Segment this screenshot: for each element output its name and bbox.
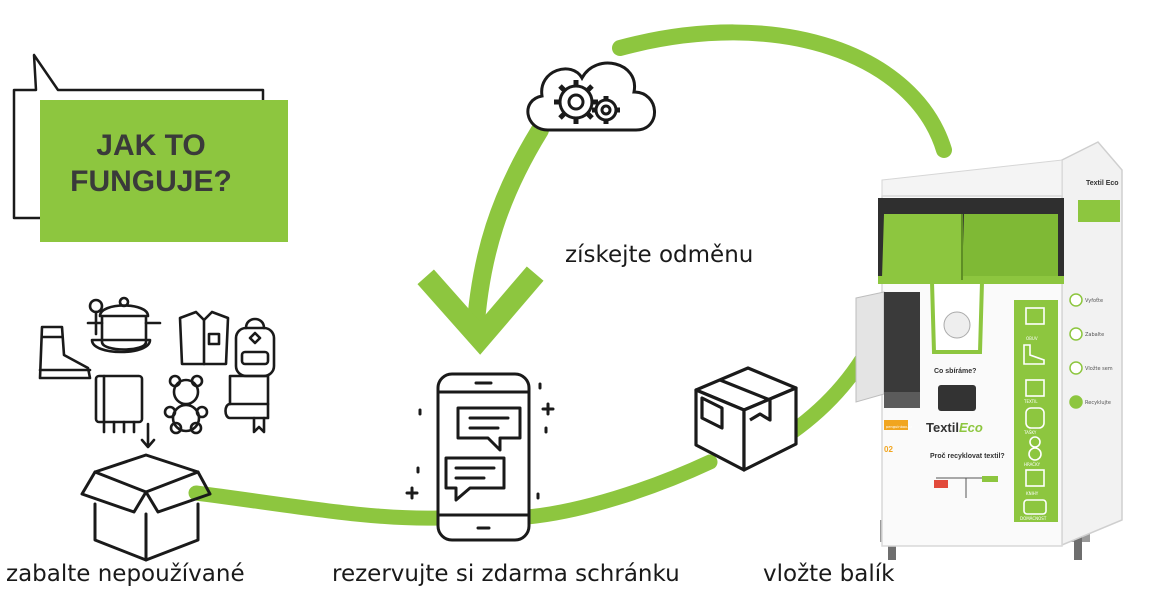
smartphone-icon (405, 372, 555, 542)
flow-path-cloud-to-phone (466, 121, 549, 344)
instruction-label: Zabalte (1085, 332, 1104, 338)
category-label: OBUV (1026, 336, 1038, 341)
container-roof (881, 159, 1063, 201)
open-door (855, 291, 885, 403)
shirt-icon (178, 310, 230, 366)
big-arrowhead (417, 266, 544, 355)
towel-icon (94, 374, 144, 434)
headline-text: JAK TO FUNGUJE? (70, 129, 232, 198)
side-brand: Textil Eco (1086, 180, 1119, 187)
panel-tagline: Proč recyklovat textil? (930, 453, 1005, 460)
panel-question: Co sbíráme? (934, 368, 976, 375)
category-label: KNIHY (1026, 491, 1039, 496)
boots-icon (38, 325, 92, 380)
closed-box-icon (694, 366, 798, 472)
instruction-label: Recyklujte (1085, 400, 1111, 406)
flow-path-phone-to-box (519, 454, 718, 525)
step-pack-caption: zabalte nepoužívané (6, 561, 245, 587)
open-box-icon (80, 453, 212, 562)
teddy-bear-icon (163, 374, 209, 435)
site-sticker (884, 420, 908, 430)
hopper-green (882, 214, 962, 278)
site-sticker-text: penguinbox.cz (886, 425, 912, 429)
book-icon (224, 374, 270, 434)
headline-background (40, 100, 288, 242)
flow-path-pack-to-phone (188, 485, 448, 526)
category-label: DOMÁCNOST (1020, 516, 1047, 521)
collection-container: OBUV TEXTIL TAŠKY HRAČKY KNIHY DOMÁCNOST… (855, 141, 1123, 560)
brand-logo-text: TextilEco (926, 420, 983, 435)
step-number: 02 (884, 445, 893, 454)
flow-path-container-to-cloud (612, 24, 952, 158)
category-label: HRAČKY (1024, 462, 1041, 467)
step-reward-caption: získejte odměnu (565, 242, 754, 268)
instruction-label: Vložte sem (1085, 365, 1113, 372)
step-insert-caption: vložte balík (763, 561, 895, 587)
scale-graphic (934, 476, 998, 498)
down-arrow-icon (140, 422, 156, 449)
instruction-label: Vyfoťte (1085, 298, 1103, 304)
category-label: TEXTIL (1023, 399, 1038, 404)
category-strip (1014, 300, 1058, 522)
category-label: TAŠKY (1023, 430, 1037, 435)
cloud-gears-icon (526, 61, 656, 132)
flow-paths (188, 24, 952, 526)
cooking-pot-icon (86, 296, 162, 354)
step-reserve-caption: rezervujte si zdarma schránku (332, 561, 680, 587)
backpack-icon (234, 317, 276, 378)
